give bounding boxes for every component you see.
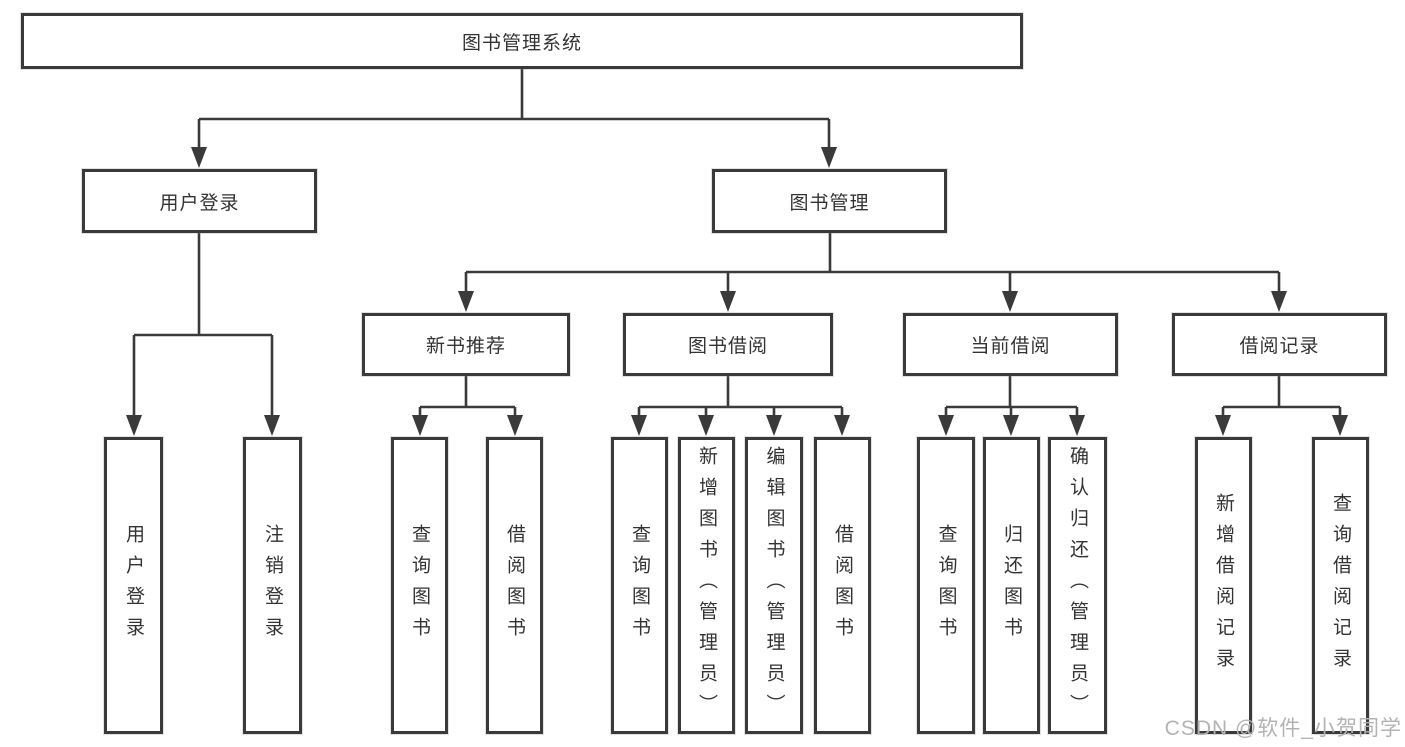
node-current-borrowing: 当前借阅 [903, 313, 1118, 376]
node-root-label: 图书管理系统 [461, 32, 582, 54]
node-borrow-records: 借阅记录 [1172, 313, 1387, 376]
leaf-borrow-books-label: 借阅图书 [832, 523, 853, 648]
leaf-confirm-return-admin-label: 确认归还（管理员） [1067, 446, 1088, 725]
leaf-query-books-recommend: 查询图书 [391, 437, 448, 734]
leaf-query-borrow-record: 查询借阅记录 [1312, 437, 1369, 734]
leaf-add-book-admin-label: 新增图书（管理员） [696, 446, 717, 725]
leaf-edit-book-admin-label: 编辑图书（管理员） [763, 446, 785, 725]
tree-edges [132, 68, 1342, 418]
leaf-add-borrow-record: 新增借阅记录 [1195, 437, 1252, 734]
node-user-login: 用户登录 [82, 169, 317, 233]
node-root: 图书管理系统 [21, 13, 1023, 69]
leaf-add-book-admin: 新增图书（管理员） [678, 437, 735, 734]
leaf-return-books-label: 归还图书 [1001, 523, 1022, 648]
leaf-borrow-books: 借阅图书 [814, 437, 871, 734]
leaf-query-books-borrowing: 查询图书 [611, 437, 668, 734]
node-new-book-recommend-label: 新书推荐 [425, 336, 506, 357]
leaf-logout-label: 注销登录 [262, 523, 283, 648]
leaf-confirm-return-admin: 确认归还（管理员） [1048, 437, 1107, 734]
node-book-management: 图书管理 [712, 169, 947, 233]
node-book-borrowing-label: 图书借阅 [687, 336, 768, 357]
node-borrow-records-label: 借阅记录 [1239, 336, 1320, 357]
leaf-query-books-current-label: 查询图书 [935, 523, 957, 648]
leaf-query-books-borrowing-label: 查询图书 [629, 523, 650, 648]
leaf-return-books: 归还图书 [983, 437, 1040, 734]
node-book-borrowing: 图书借阅 [623, 313, 833, 376]
leaf-query-borrow-record-label: 查询借阅记录 [1330, 492, 1351, 679]
leaf-user-login: 用户登录 [104, 437, 163, 734]
leaf-borrow-books-recommend: 借阅图书 [486, 437, 543, 734]
leaf-edit-book-admin: 编辑图书（管理员） [745, 437, 803, 734]
node-current-borrowing-label: 当前借阅 [970, 336, 1051, 357]
node-user-login-label: 用户登录 [159, 192, 240, 214]
node-new-book-recommend: 新书推荐 [362, 313, 570, 376]
leaf-borrow-books-recommend-label: 借阅图书 [504, 523, 525, 648]
leaf-query-books-recommend-label: 查询图书 [409, 523, 430, 648]
leaf-query-books-current: 查询图书 [917, 437, 975, 734]
leaf-user-login-label: 用户登录 [123, 523, 144, 648]
leaf-logout: 注销登录 [243, 437, 302, 734]
leaf-add-borrow-record-label: 新增借阅记录 [1213, 492, 1234, 679]
node-book-management-label: 图书管理 [789, 192, 870, 214]
